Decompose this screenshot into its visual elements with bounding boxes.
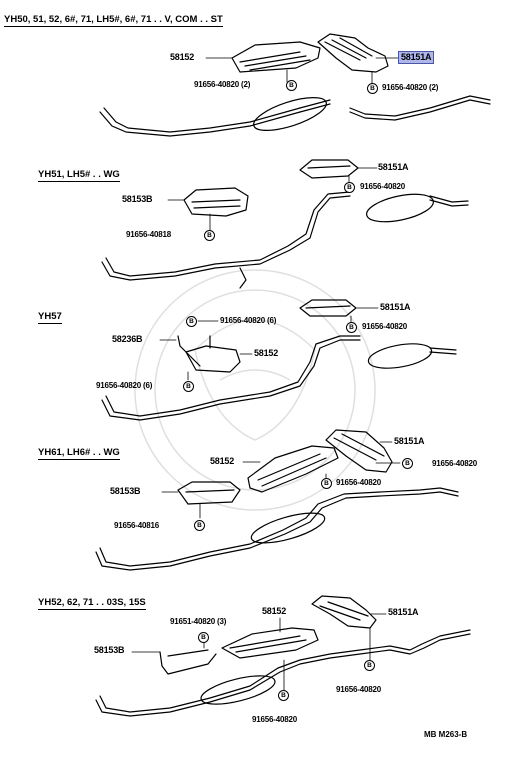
bolt-badge: B (278, 690, 289, 701)
exhaust-pipe-3 (101, 335, 457, 421)
bolt-badge: B (367, 83, 378, 94)
part-label-58151a: 58151A (388, 607, 419, 617)
exhaust-pipe-4 (95, 487, 459, 571)
bolt-badge: B (321, 478, 332, 489)
muffler-5 (200, 675, 276, 705)
bolt-label: 91656-40820 (432, 459, 477, 468)
bolt-badge: B (194, 520, 205, 531)
part-label-58152: 58152 (262, 606, 287, 616)
part-label-58152: 58152 (254, 348, 279, 358)
bolt-badge: B (186, 316, 197, 327)
bolt-label: 91656-40820 (252, 715, 297, 724)
heat-insulator-58152-s3 (185, 335, 241, 373)
exhaust-pipe-2 (101, 191, 469, 289)
heat-insulator-58151a-s2 (299, 159, 359, 179)
bolt-badge: B (402, 458, 413, 469)
part-label-58152: 58152 (210, 456, 235, 466)
part-label-58151a: 58151A (380, 302, 411, 312)
leaders-s4 (161, 441, 401, 519)
bolt-label: 91656-40816 (114, 521, 159, 530)
leaders-s3 (159, 307, 379, 381)
part-label-58151a: 58151A (378, 162, 409, 172)
part-label-58153b: 58153B (110, 486, 141, 496)
muffler-2 (366, 193, 434, 223)
muffler-1 (253, 97, 327, 131)
heat-insulator-58153b-s4 (177, 481, 241, 505)
figure-reference: MB M263-B (424, 730, 468, 739)
bolt-label: 91656-40820 (6) (220, 316, 277, 325)
bolt-label: 91656-40820 (336, 478, 381, 487)
bolt-label: 91656-40818 (126, 230, 171, 239)
part-label-58152: 58152 (170, 52, 195, 62)
section-header-3: YH57 (38, 311, 62, 324)
bracket-58236b (177, 335, 201, 367)
heat-insulator-58151a-s3 (299, 299, 357, 317)
heat-insulator-58151a-s4 (325, 429, 393, 473)
muffler-3 (367, 343, 433, 369)
bolt-badge: B (286, 80, 297, 91)
bolt-label: 91651-40820 (3) (170, 617, 227, 626)
heat-insulator-58151a-s1 (317, 33, 389, 73)
part-label-58153b: 58153B (122, 194, 153, 204)
bolt-badge: B (346, 322, 357, 333)
bolt-label: 91656-40820 (360, 182, 405, 191)
heat-insulator-58152-s5 (221, 627, 319, 659)
bolt-label: 91656-40820 (6) (96, 381, 153, 390)
heat-insulator-58151a-s5 (311, 595, 377, 629)
bolt-badge: B (204, 230, 215, 241)
section-header-1: YH50, 51, 52, 6#, 71, LH5#, 6#, 71 . . V… (4, 14, 223, 27)
section-header-5: YH52, 62, 71 . . 03S, 15S (38, 597, 146, 610)
muffler-4 (250, 512, 326, 544)
leaders-s1 (205, 57, 399, 85)
bolt-badge: B (198, 632, 209, 643)
part-label-58151a-highlighted: 58151A (398, 51, 435, 64)
bolt-badge: B (183, 381, 194, 392)
part-label-58151a: 58151A (394, 436, 425, 446)
bolt-badge: B (344, 182, 355, 193)
bolt-badge: B (364, 660, 375, 671)
bolt-label: 91656-40820 (362, 322, 407, 331)
heat-insulator-58152-s1 (231, 41, 321, 73)
part-label-58236b: 58236B (112, 334, 143, 344)
part-label-58153b: 58153B (94, 645, 125, 655)
section-header-4: YH61, LH6# . . WG (38, 447, 120, 460)
exhaust-pipe-1 (99, 95, 491, 137)
bracket-58153b-s5 (159, 649, 217, 675)
heat-insulator-58152-s4 (247, 445, 339, 493)
leaders-s2 (167, 167, 378, 231)
leaders-s5 (131, 613, 387, 691)
bolt-label: 91656-40820 (2) (194, 80, 251, 89)
bolt-label: 91656-40820 (336, 685, 381, 694)
heat-insulator-58153b-s2 (183, 187, 249, 217)
bolt-label: 91656-40820 (2) (382, 83, 439, 92)
section-header-2: YH51, LH5# . . WG (38, 169, 120, 182)
exhaust-pipe-5 (95, 629, 471, 717)
